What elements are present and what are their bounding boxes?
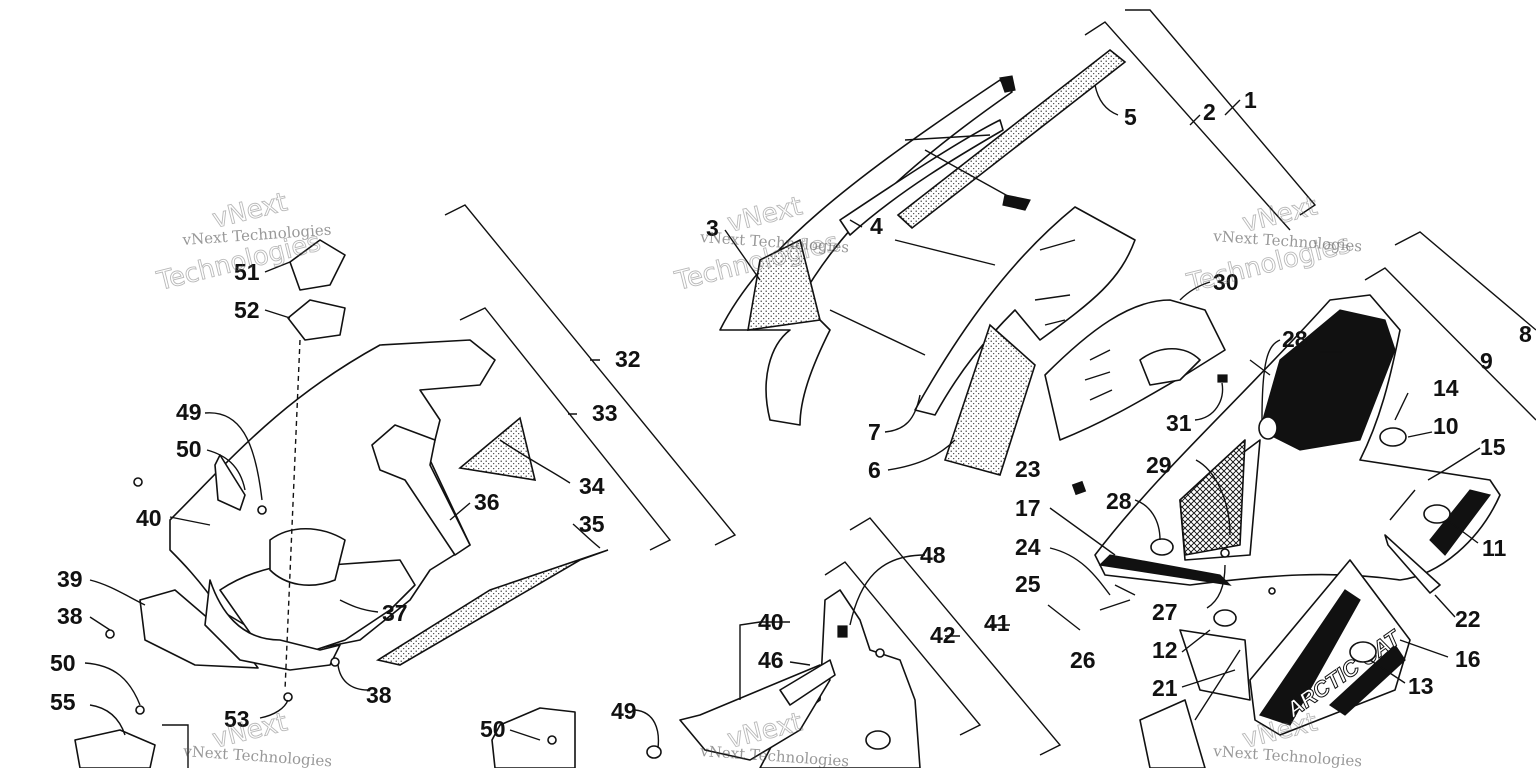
callout-11: 11 [1482,535,1507,561]
callout-52: 52 [234,297,260,323]
callout-22: 22 [1455,606,1481,632]
callout-15: 15 [1480,434,1506,460]
callout-27: 27 [1152,599,1178,625]
hood-assembly [1094,294,1501,586]
callout-23: 23 [1015,456,1041,482]
callout-41: 41 [984,610,1010,636]
callout-4: 4 [870,213,883,239]
callout-12: 12 [1152,637,1178,663]
callout-38a: 38 [57,603,83,629]
callout-50c: 50 [480,716,506,742]
callout-32: 32 [615,346,641,372]
callout-36: 36 [474,489,500,515]
callout-17: 17 [1015,495,1041,521]
callout-40b: 40 [758,609,784,635]
callout-48: 48 [920,542,946,568]
callout-31: 31 [1166,410,1192,436]
callout-24: 24 [1015,534,1041,560]
callout-35: 35 [579,511,605,537]
console-panel [1044,299,1228,441]
windshield-assembly [719,48,1127,426]
callout-13: 13 [1408,673,1434,699]
callout-2: 2 [1203,99,1216,125]
callout-53: 53 [224,706,250,732]
callout-30: 30 [1213,269,1239,295]
front-bumper: ARCTIC CAT [1139,534,1441,768]
callout-28b: 28 [1106,488,1132,514]
callout-9: 9 [1480,348,1493,374]
grouping-brackets [162,9,1536,768]
callout-25: 25 [1015,571,1041,597]
leader-lines [84,84,1481,749]
callout-38b: 38 [366,682,392,708]
callout-29: 29 [1146,452,1172,478]
watermark-text: vNext Technologies [1212,742,1363,768]
callout-21: 21 [1152,675,1178,701]
watermark-text: vNext Technologies [182,742,333,768]
callout-40a: 40 [136,505,162,531]
callout-46: 46 [758,647,784,673]
callout-49b: 49 [611,698,637,724]
callout-34: 34 [579,473,605,499]
callout-16: 16 [1455,646,1481,672]
callout-39: 39 [57,566,83,592]
callout-14: 14 [1433,375,1459,401]
callout-51: 51 [234,259,260,285]
callout-10: 10 [1433,413,1459,439]
callout-50b: 50 [50,650,76,676]
callout-55: 55 [50,689,76,715]
hardware-right [1047,480,1276,631]
hardware-left [105,477,885,745]
callout-numbers: 1 2 3 4 5 6 7 8 9 10 11 12 13 14 15 16 1… [50,87,1532,742]
callout-1: 1 [1244,87,1257,113]
callout-37: 37 [382,600,408,626]
callout-33: 33 [592,400,618,426]
callout-42: 42 [930,622,956,648]
callout-6: 6 [868,457,881,483]
left-side-panel [139,239,609,691]
callout-8: 8 [1519,321,1532,347]
callout-28a: 28 [1282,326,1308,352]
callout-7: 7 [868,419,881,445]
callout-26: 26 [1070,647,1096,673]
callout-50a: 50 [176,436,202,462]
callout-3: 3 [706,215,719,241]
callout-49a: 49 [176,399,202,425]
callout-5: 5 [1124,104,1137,130]
deflector-assembly [914,206,1136,476]
